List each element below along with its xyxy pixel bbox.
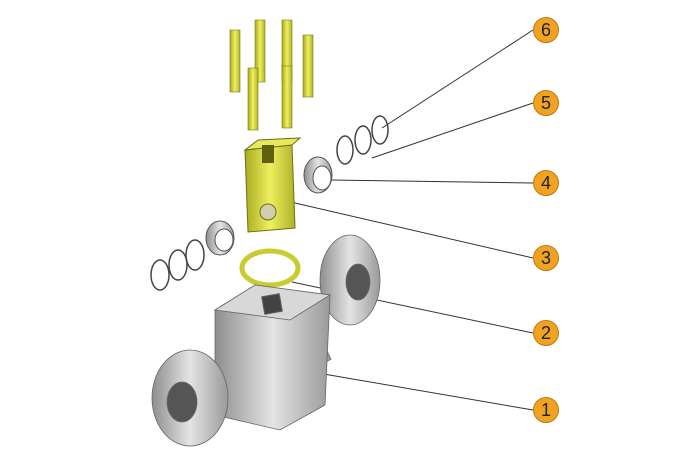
leader-6 (381, 29, 534, 129)
studs (229, 19, 314, 131)
leader-1 (311, 371, 534, 411)
callout-1: 1 (533, 397, 559, 423)
callout-6: 6 (533, 17, 559, 43)
gate-part-3 (243, 137, 302, 233)
seat-part-4 (205, 156, 333, 256)
seal-rings (150, 115, 389, 291)
leader-5 (371, 102, 534, 159)
leader-3 (281, 199, 534, 259)
callout-5: 5 (533, 90, 559, 116)
callout-3: 3 (533, 245, 559, 271)
bonnet-seal-ring-part-2 (239, 248, 301, 288)
leader-4 (329, 179, 534, 184)
callout-2: 2 (533, 320, 559, 346)
valve-body-part-1 (151, 234, 381, 447)
leader-lines (281, 29, 534, 411)
callout-4: 4 (533, 170, 559, 196)
